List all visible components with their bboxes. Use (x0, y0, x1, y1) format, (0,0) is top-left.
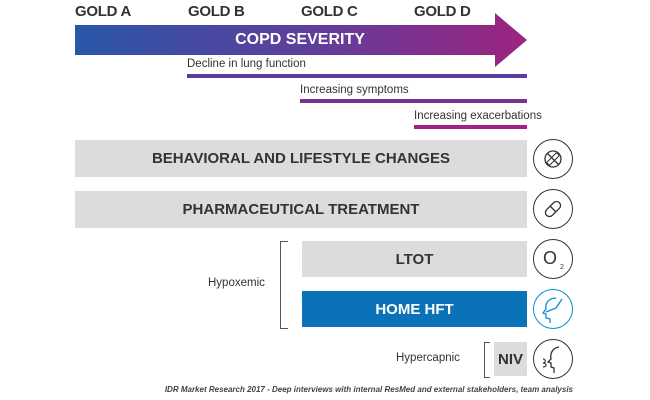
trend-line-symptoms (300, 99, 527, 103)
home-hft-bar: HOME HFT (302, 291, 527, 327)
nasal-cannula-face-icon (533, 289, 573, 329)
trend-line-lung (187, 74, 527, 78)
stage-gold-a: GOLD A (75, 3, 131, 20)
hypoxemic-bracket (280, 241, 288, 329)
hypercapnic-label: Hypercapnic (396, 352, 460, 364)
o2-text: O (543, 248, 558, 268)
trend-label-exacerbations: Increasing exacerbations (414, 110, 542, 122)
oxygen-icon: O 2 (533, 239, 573, 279)
source-caption: IDR Market Research 2017 - Deep intervie… (164, 385, 573, 394)
trend-label-lung: Decline in lung function (187, 58, 306, 70)
pill-icon (533, 189, 573, 229)
niv-bar: NIV (494, 342, 527, 376)
no-smoking-icon (533, 139, 573, 179)
face-profile-icon (533, 339, 573, 379)
stage-gold-d: GOLD D (414, 3, 471, 20)
arrow-label: COPD SEVERITY (235, 31, 365, 48)
o2-sub: 2 (560, 264, 564, 271)
stage-gold-c: GOLD C (301, 3, 358, 20)
stage-gold-b: GOLD B (188, 3, 245, 20)
trend-label-symptoms: Increasing symptoms (300, 84, 409, 96)
behavioral-bar: BEHAVIORAL AND LIFESTYLE CHANGES (75, 140, 527, 177)
hypoxemic-label: Hypoxemic (208, 277, 265, 289)
severity-arrow (75, 13, 527, 67)
ltot-bar: LTOT (302, 241, 527, 277)
hypercapnic-bracket (484, 342, 490, 378)
trend-line-exacerbations (414, 125, 527, 129)
pharma-bar: PHARMACEUTICAL TREATMENT (75, 191, 527, 228)
